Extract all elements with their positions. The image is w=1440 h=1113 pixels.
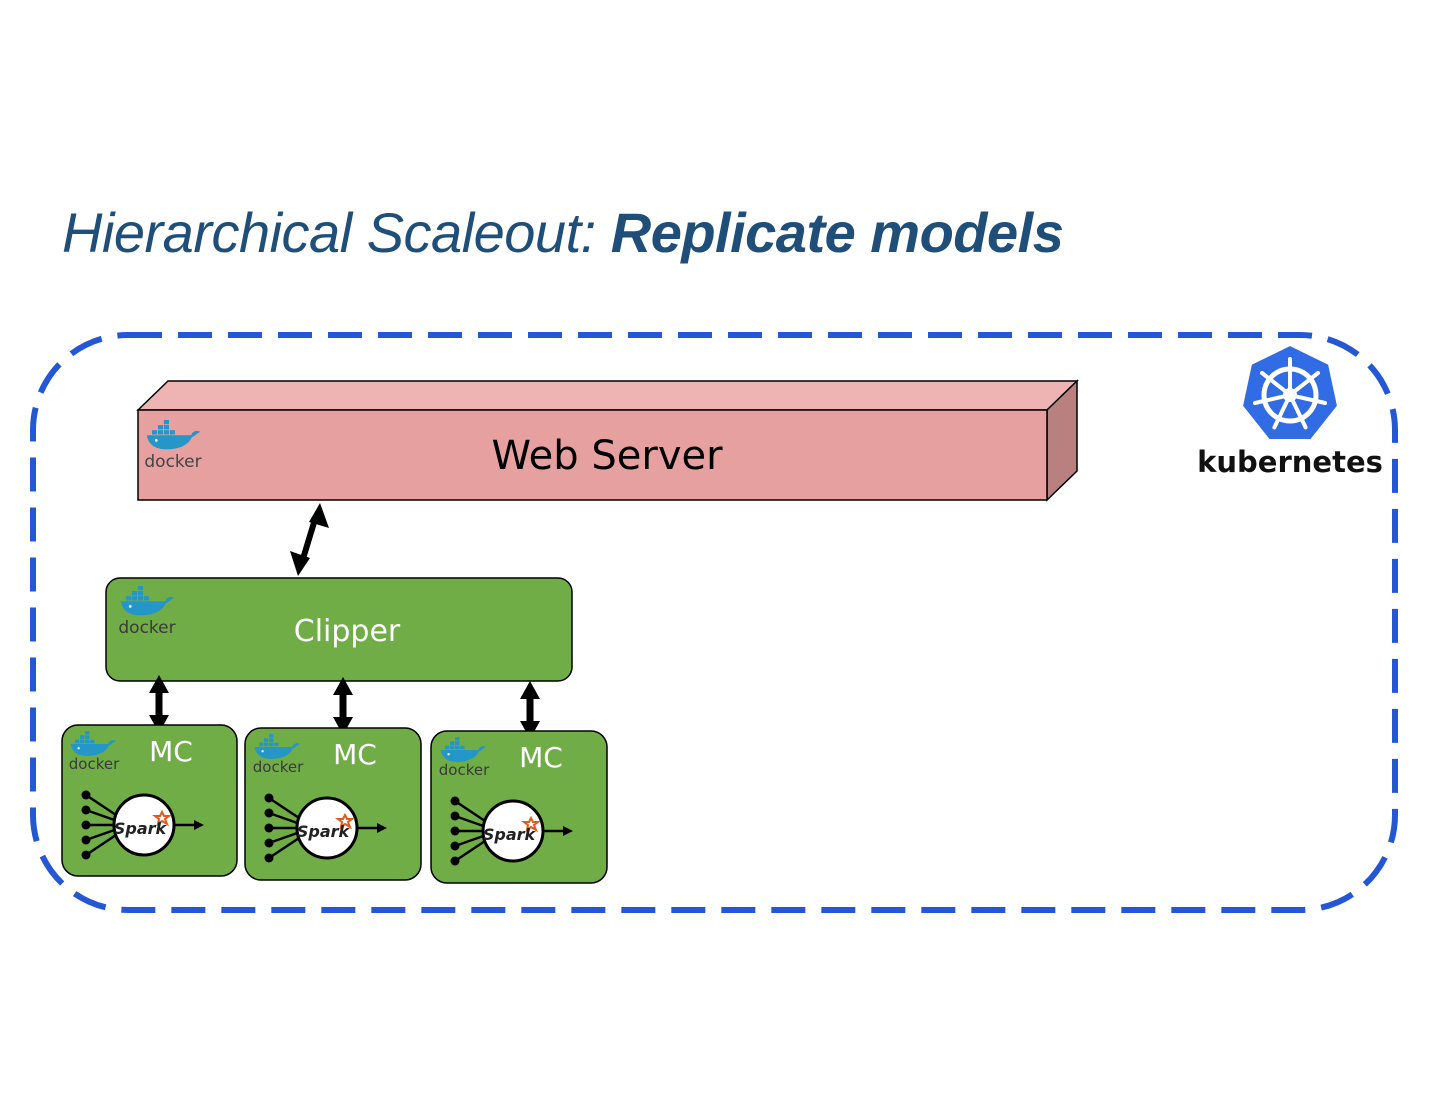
- double-headed-arrow: [149, 675, 169, 733]
- docker-label: docker: [439, 761, 490, 779]
- docker-icon: docker: [69, 731, 120, 773]
- apache-spark-icon: Spark: [263, 792, 389, 864]
- page-title: Hierarchical Scaleout: Replicate models: [62, 200, 1064, 265]
- docker-label: docker: [253, 758, 304, 776]
- double-headed-arrow: [290, 503, 329, 576]
- web-server-label: Web Server: [491, 433, 723, 479]
- docker-label: docker: [69, 755, 120, 773]
- docker-label: docker: [118, 618, 175, 638]
- docker-icon: docker: [144, 420, 202, 472]
- spark-label: Spark: [297, 822, 351, 841]
- title-prefix: Hierarchical Scaleout:: [62, 201, 611, 264]
- model-container-1: docker MC Spark: [61, 724, 238, 877]
- clipper-box: [105, 577, 573, 682]
- mc-label: MC: [149, 735, 193, 768]
- spark-label: Spark: [483, 825, 537, 844]
- kubernetes-icon: [1240, 343, 1340, 441]
- mc-label: MC: [333, 738, 377, 771]
- clipper-label: Clipper: [294, 614, 401, 649]
- double-headed-arrow: [333, 677, 353, 735]
- double-headed-arrow: [520, 681, 540, 739]
- model-container-2: docker MC Spark: [244, 727, 422, 881]
- title-emphasis: Replicate models: [610, 201, 1064, 264]
- spark-label: Spark: [114, 819, 168, 838]
- docker-icon: docker: [439, 737, 490, 779]
- docker-icon: docker: [118, 586, 176, 638]
- cluster-boundary: [30, 332, 1398, 913]
- model-container-3: docker MC Spark: [430, 730, 608, 884]
- web-server-box: [136, 379, 1079, 502]
- mc-label: MC: [519, 741, 563, 774]
- docker-icon: docker: [253, 734, 304, 776]
- docker-label: docker: [144, 452, 201, 472]
- kubernetes-label: kubernetes: [1197, 445, 1383, 479]
- apache-spark-icon: Spark: [449, 795, 575, 867]
- apache-spark-icon: Spark: [80, 789, 206, 861]
